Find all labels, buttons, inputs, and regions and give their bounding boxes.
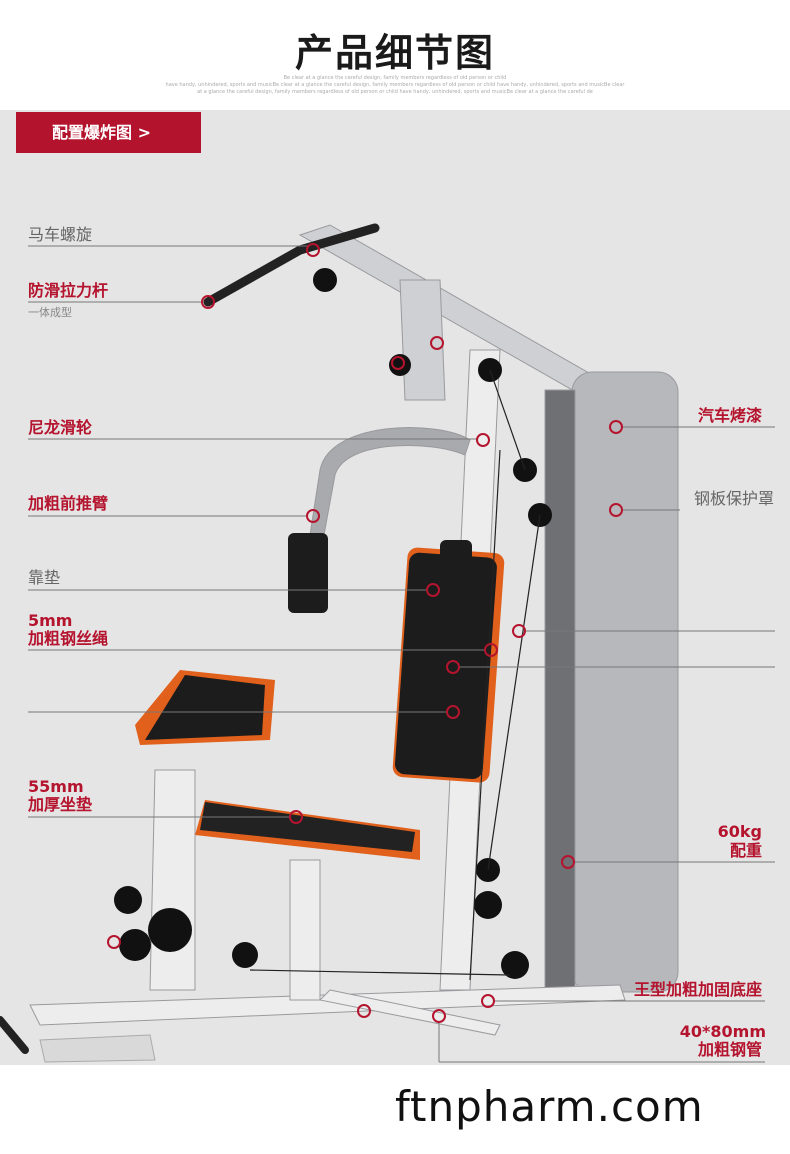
subtitle-line: have handy, unhindered, sports and music… (165, 82, 625, 88)
pads (135, 533, 505, 860)
label-cable: 加粗钢丝绳 (28, 629, 109, 648)
label-base: 王型加粗加固底座 (633, 980, 762, 999)
leader-lines (28, 245, 775, 1063)
upper-bracket (399, 279, 446, 401)
label-seat-size: 55mm (28, 777, 84, 796)
label-back-pad: 靠垫 (28, 568, 61, 587)
page-title: 产品细节图 (294, 31, 495, 75)
watermark-text: ftnpharm.com (395, 1082, 704, 1131)
weight-cover (571, 371, 679, 993)
seat-post (149, 769, 196, 991)
label-cable-size: 5mm (28, 611, 73, 630)
label-weight-amount: 60kg (717, 822, 762, 841)
label-paint: 汽车烤漆 (697, 406, 762, 425)
subtitle-line: Be clear at a glance the careful design,… (283, 75, 507, 81)
explode-view-tab[interactable]: 配置爆炸图 > (16, 112, 201, 153)
label-seat: 加厚坐垫 (28, 795, 93, 814)
label-tube: 加粗钢管 (697, 1040, 762, 1059)
top-beam (298, 224, 611, 401)
label-carriage-bolt: 马车螺旋 (28, 225, 93, 244)
callout-markers (107, 243, 623, 1023)
base-rail (29, 984, 626, 1026)
subtitle-line: at a glance the careful design, family m… (197, 89, 593, 95)
header: 产品细节图 Be clear at a glance the careful d… (0, 0, 790, 110)
label-nylon-pulley: 尼龙滑轮 (28, 418, 93, 437)
label-antislip-bar-sub: 一体成型 (28, 306, 72, 319)
label-steel-cover: 钢板保护罩 (693, 489, 774, 508)
label-press-arm: 加粗前推臂 (28, 494, 109, 513)
label-antislip-bar: 防滑拉力杆 (28, 281, 109, 300)
weight-stack (544, 389, 576, 991)
label-weight: 配重 (729, 841, 762, 860)
label-tube-size: 40*80mm (679, 1022, 766, 1041)
